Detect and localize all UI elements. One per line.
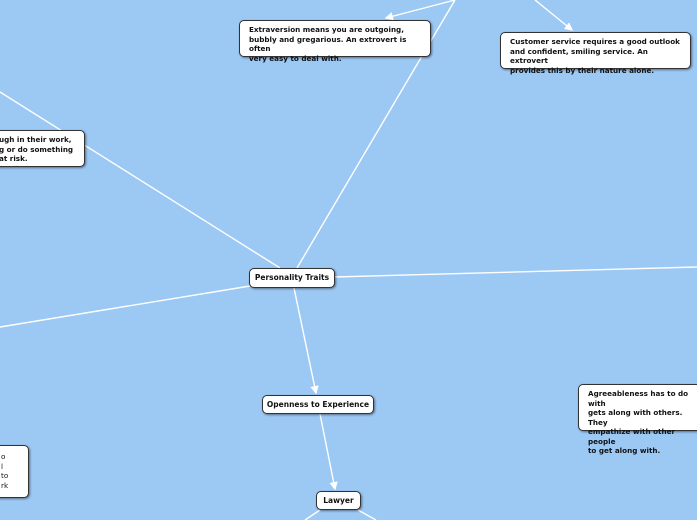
node-lawyer[interactable]: Lawyer [316,491,361,510]
link-top-extraversion [384,0,456,21]
link-openness-lawyer [319,413,338,491]
link-lawyer-right [357,509,377,520]
link-central-openness [293,287,319,395]
node-personality-traits[interactable]: Personality Traits [249,268,335,288]
node-extraversion-note[interactable]: Extraversion means you are outgoing, bub… [239,20,431,63]
node-bottom-left-note[interactable]: o l to rk [0,445,29,498]
link-lawyer-left [304,509,321,520]
link-central-upper-left [0,91,281,269]
node-openness-to-experience[interactable]: Openness to Experience [262,395,374,414]
node-left-note[interactable]: ugh in their work, g or do something at … [0,130,85,167]
link-central-right [334,266,697,278]
node-agreeableness-note[interactable]: Agreeableness has to do with gets along … [578,384,697,455]
node-customer-service-note[interactable]: Customer service requires a good outlook… [500,32,691,75]
link-top-customer [534,0,574,31]
link-central-lower-left [0,285,251,328]
